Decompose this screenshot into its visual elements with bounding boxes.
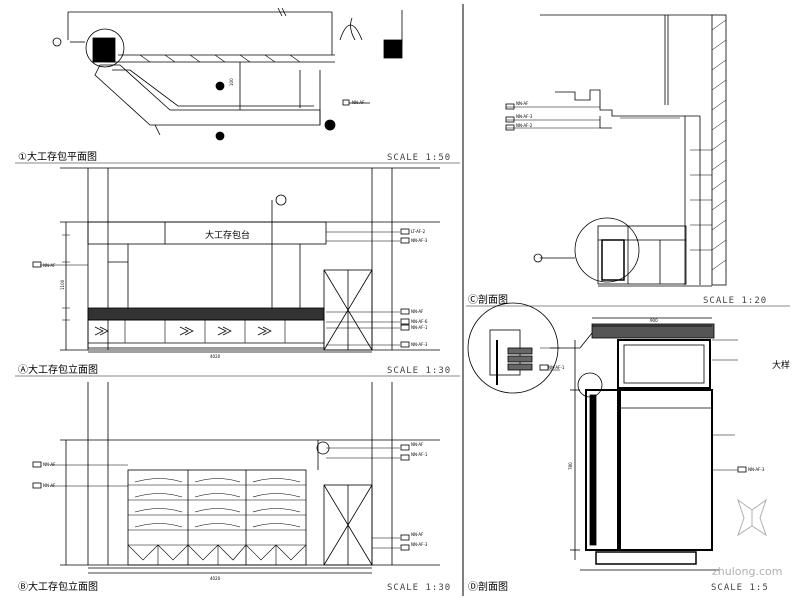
- svg-text:NN-AF-3: NN-AF-3: [411, 342, 428, 347]
- svg-text:900: 900: [650, 318, 658, 323]
- svg-text:NN-AF: NN-AF: [411, 309, 424, 314]
- elevation-b-tags: NN-AF NN-AF-1 NN-AF NN-AF-3 NN-AF NN-AF 402…: [43, 442, 428, 581]
- section-counter: [597, 225, 687, 285]
- svg-text:4020: 4020: [210, 576, 221, 581]
- svg-text:4020: 4020: [210, 354, 221, 359]
- section-1-title: Ⓒ剖面图: [468, 293, 508, 306]
- section-2-tags: NN-AF-3 NN-AF-1 900 780: [548, 318, 765, 472]
- section-1-tags: NN-AF NN-AF-3 NN-AF-2: [516, 101, 533, 128]
- svg-text:NN-AF-3: NN-AF-3: [411, 542, 428, 547]
- counter-top-band: [87, 307, 325, 321]
- elevation-a-drawing: [32, 167, 440, 353]
- svg-text:NN-AF-3: NN-AF-3: [411, 238, 428, 243]
- svg-text:NN-AF-6: NN-AF-6: [411, 319, 428, 324]
- panel-dividers: [15, 4, 790, 596]
- section-callout-circle: [574, 217, 640, 283]
- svg-text:NN-AF: NN-AF: [411, 442, 424, 447]
- elevation-b-drawing: [32, 382, 440, 574]
- plan-title: ①大工存包平面图: [18, 150, 97, 163]
- svg-text:NN-AF-2: NN-AF-2: [516, 123, 533, 128]
- detail-callout-circle: [85, 28, 125, 68]
- svg-text:NN-AF-1: NN-AF-1: [411, 325, 428, 330]
- svg-text:NN-AF: NN-AF: [411, 532, 424, 537]
- svg-text:NN-AF: NN-AF: [43, 263, 56, 268]
- detail-top-slab: [591, 323, 715, 339]
- svg-text:100: 100: [229, 78, 234, 86]
- svg-text:NN-AF: NN-AF: [352, 100, 365, 105]
- column-right: [383, 39, 403, 59]
- detail-side-note: 大样: [772, 359, 790, 371]
- svg-text:NN-AF-1: NN-AF-1: [548, 365, 565, 370]
- svg-text:LT-AF-2: LT-AF-2: [411, 229, 426, 234]
- column-left: [92, 37, 116, 63]
- svg-text:NN-AF: NN-AF: [516, 101, 529, 106]
- elevation-b-scale: SCALE 1:30: [387, 583, 451, 593]
- section-1-drawing: [505, 14, 727, 287]
- detail-callout-circle-small: [577, 372, 603, 398]
- svg-text:780: 780: [568, 462, 573, 470]
- elevation-b-title: Ⓑ大工存包立面图: [18, 580, 98, 593]
- watermark: [737, 498, 767, 537]
- plan-drawing: [52, 7, 403, 141]
- elevation-a-title: Ⓐ大工存包立面图: [18, 363, 98, 376]
- svg-text:NN-AF: NN-AF: [43, 483, 56, 488]
- counter-fascia: [87, 221, 327, 245]
- elevation-a-scale: SCALE 1:30: [387, 366, 451, 376]
- section-2-drawing: [467, 302, 747, 571]
- svg-text:NN-AF-3: NN-AF-3: [516, 114, 533, 119]
- counter-sign-text: 大工存包台: [205, 229, 250, 241]
- svg-text:NN-AF-3: NN-AF-3: [748, 467, 765, 472]
- svg-text:NN-AF-1: NN-AF-1: [411, 452, 428, 457]
- section-1-scale: SCALE 1:20: [703, 296, 767, 306]
- svg-text:NN-AF: NN-AF: [43, 462, 56, 467]
- svg-text:1100: 1100: [60, 279, 65, 290]
- plan-scale: SCALE 1:50: [387, 153, 451, 163]
- watermark-text: zhulong.com: [712, 565, 782, 578]
- section-2-title: Ⓓ剖面图: [468, 580, 508, 593]
- section-2-scale: SCALE 1:5: [711, 583, 769, 593]
